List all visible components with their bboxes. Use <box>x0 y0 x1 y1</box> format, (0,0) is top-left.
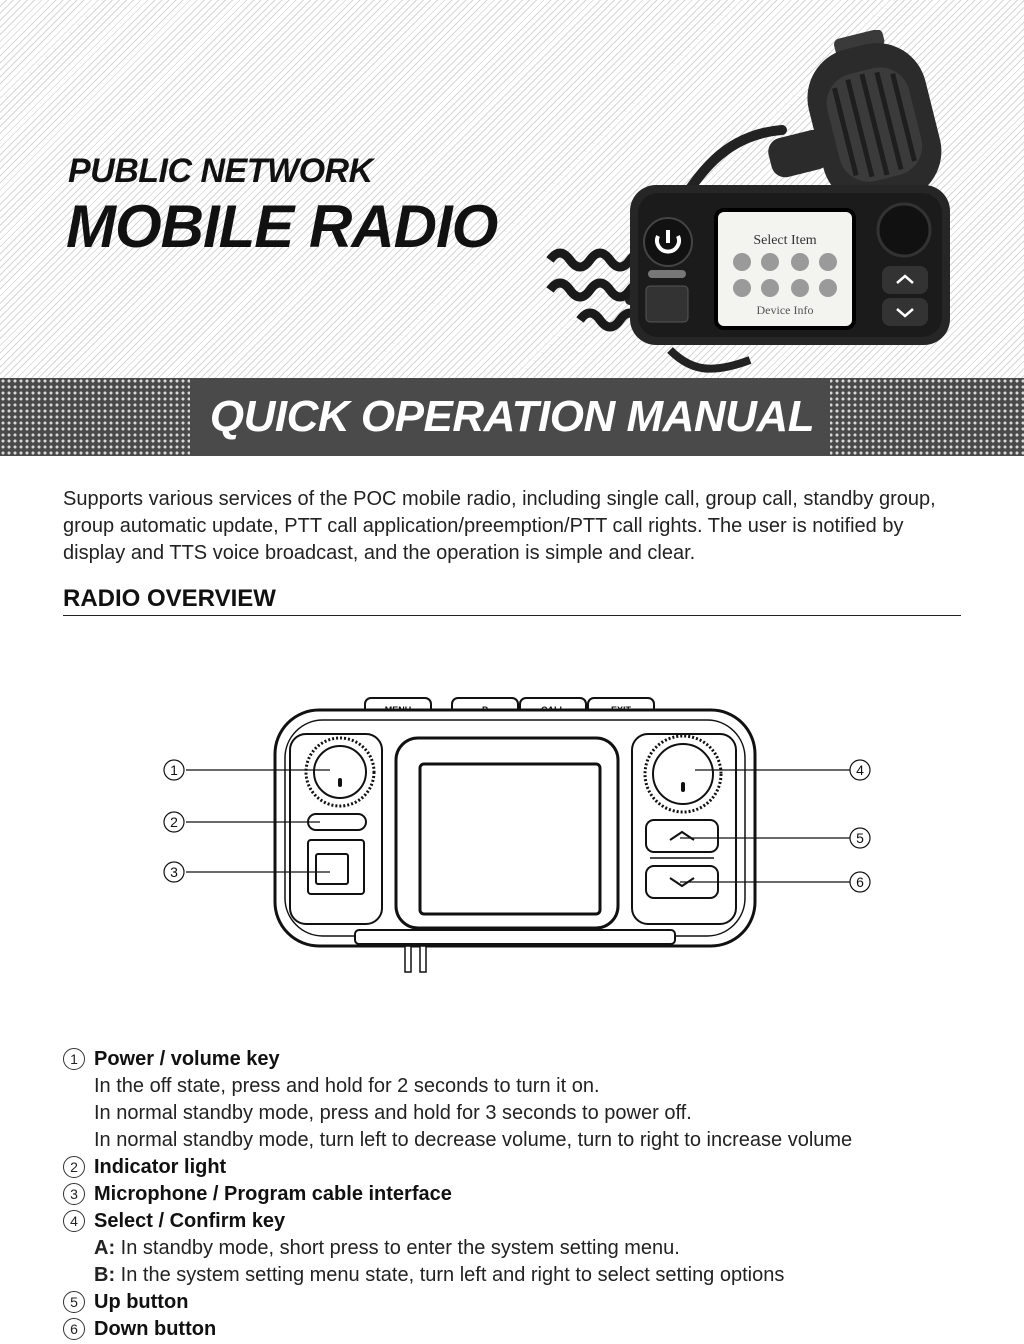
title-line-1: PUBLIC NETWORK <box>68 152 373 190</box>
feature-number: 4 <box>63 1210 85 1232</box>
callout-1: 1 <box>170 762 178 778</box>
feature-number: 5 <box>63 1291 85 1313</box>
feature-option-label: A: <box>94 1237 116 1259</box>
feature-title: Down button <box>94 1318 217 1340</box>
feature-description: A: In standby mode, short press to enter… <box>94 1235 963 1262</box>
feature-title: Select / Confirm key <box>94 1210 286 1232</box>
radio-diagram: MENU P CALL EXIT 1 2 3 4 5 <box>163 697 871 973</box>
feature-option-text: In the system setting menu state, turn l… <box>115 1264 785 1286</box>
feature-item: 4 Select / Confirm key A: In standby mod… <box>63 1208 963 1289</box>
intro-paragraph: Supports various services of the POC mob… <box>63 488 936 564</box>
feature-description: In normal standby mode, turn left to dec… <box>94 1129 853 1151</box>
feature-description: B: In the system setting menu state, tur… <box>94 1262 963 1289</box>
feature-item: 2 Indicator light <box>63 1154 963 1181</box>
screen-title: Select Item <box>753 233 816 248</box>
callout-3: 3 <box>170 864 178 880</box>
banner-band <box>190 378 830 456</box>
feature-title: Power / volume key <box>94 1048 280 1070</box>
feature-title: Indicator light <box>94 1156 227 1178</box>
feature-number: 6 <box>63 1318 85 1340</box>
banner: QUICK OPERATION MANUAL <box>0 378 1024 456</box>
section-heading: RADIO OVERVIEW <box>63 585 961 616</box>
feature-title: Microphone / Program cable interface <box>94 1183 452 1205</box>
callout-6: 6 <box>856 874 864 890</box>
title-line-2: MOBILE RADIO <box>66 193 498 260</box>
feature-option-label: B: <box>94 1264 116 1286</box>
product-photo: Select Item Device Info <box>546 30 950 373</box>
feature-item: 3 Microphone / Program cable interface <box>63 1181 963 1208</box>
feature-title: Up button <box>94 1291 189 1313</box>
banner-title: QUICK OPERATION MANUAL <box>209 392 815 441</box>
screen-footer: Device Info <box>757 303 814 317</box>
callout-4: 4 <box>856 762 864 778</box>
callout-5: 5 <box>856 830 864 846</box>
feature-description: In normal standby mode, press and hold f… <box>94 1102 692 1124</box>
feature-description: In the off state, press and hold for 2 s… <box>94 1075 600 1097</box>
feature-number: 3 <box>63 1183 85 1205</box>
callout-2: 2 <box>170 814 178 830</box>
feature-number: 2 <box>63 1156 85 1178</box>
feature-item: 1 Power / volume key In the off state, p… <box>63 1046 963 1154</box>
feature-item: 6 Down button <box>63 1316 963 1343</box>
feature-item: 5 Up button <box>63 1289 963 1316</box>
feature-option-text: In standby mode, short press to enter th… <box>115 1237 680 1259</box>
feature-list: 1 Power / volume key In the off state, p… <box>63 1046 963 1343</box>
feature-number: 1 <box>63 1048 85 1070</box>
